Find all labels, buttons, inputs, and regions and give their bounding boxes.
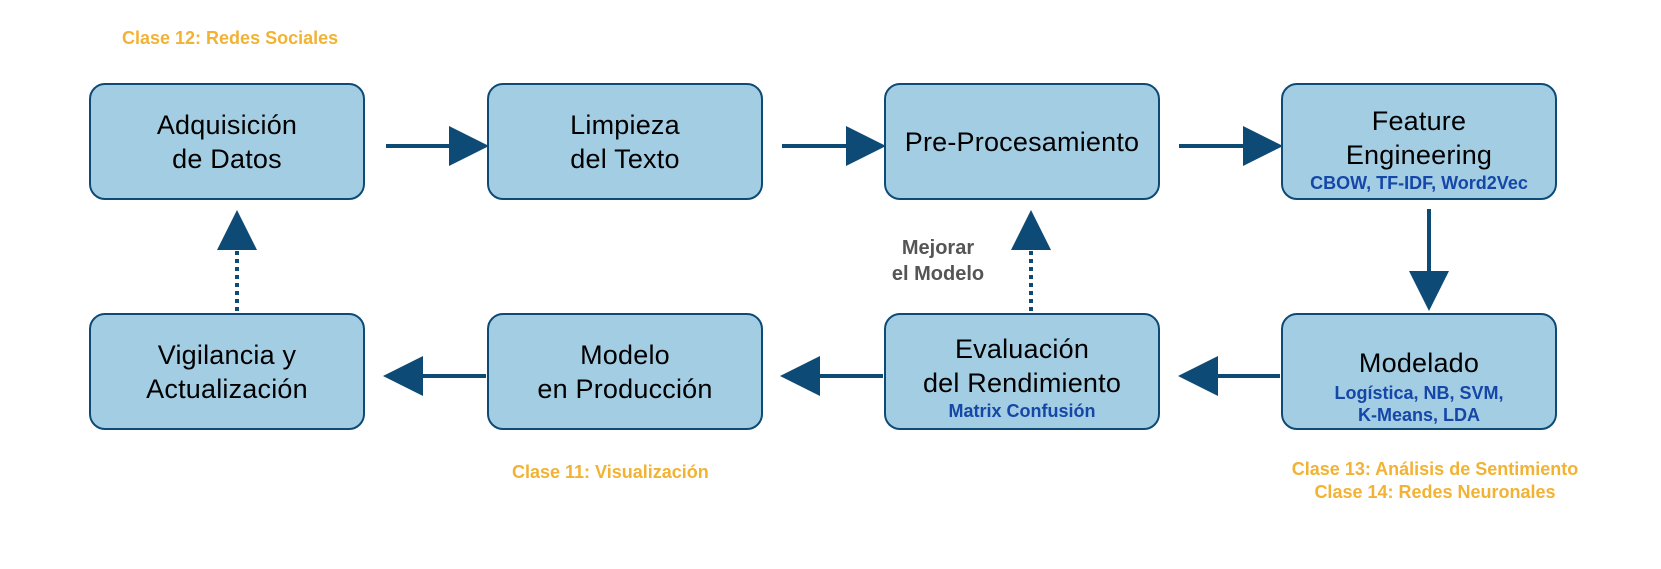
- title-line-2: en Producción: [537, 373, 713, 404]
- clase-11-note: Clase 11: Visualización: [512, 462, 709, 482]
- sub-line-1: Logística, NB, SVM,: [1334, 383, 1504, 403]
- el-modelo-line: el Modelo: [891, 263, 985, 285]
- clase-13-note: Clase 13: Análisis de Sentimiento: [1291, 459, 1579, 479]
- sub-line-1: CBOW, TF-IDF, Word2Vec: [1310, 173, 1528, 193]
- title-line-2: de Datos: [172, 143, 282, 174]
- node-title: Pre-Procesamiento: [905, 125, 1140, 159]
- clase-14-note: Clase 14: Redes Neuronales: [1314, 482, 1556, 502]
- node-title: Vigilancia y Actualización: [146, 338, 308, 406]
- title-line-2: del Texto: [570, 143, 680, 174]
- node-feature-engineering: Feature Engineering CBOW, TF-IDF, Word2V…: [1281, 83, 1557, 200]
- title-line-1: Feature: [1371, 106, 1467, 136]
- clase-12-note: Clase 12: Redes Sociales: [122, 28, 339, 48]
- node-modelado: Modelado Logística, NB, SVM, K-Means, LD…: [1281, 313, 1557, 430]
- node-title: Adquisición de Datos: [157, 108, 297, 176]
- node-subtitle: Logística, NB, SVM, K-Means, LDA: [1334, 382, 1503, 426]
- node-pre-procesamiento: Pre-Procesamiento: [884, 83, 1160, 200]
- node-title: Limpieza del Texto: [570, 108, 680, 176]
- title-line-2: Engineering: [1345, 140, 1493, 170]
- title-line-1: Evaluación: [954, 334, 1090, 364]
- mejorar-line: Mejorar: [901, 237, 975, 259]
- title-line-1: Vigilancia y: [157, 339, 297, 370]
- node-subtitle: Matrix Confusión: [949, 400, 1096, 422]
- sub-line-2: K-Means, LDA: [1357, 405, 1480, 425]
- node-title: Modelo en Producción: [537, 338, 712, 406]
- mejorar-modelo-note: Mejorar el Modelo: [875, 235, 1001, 287]
- node-title: Evaluación del Rendimiento: [923, 332, 1121, 400]
- title-line-1: Modelo: [580, 339, 670, 370]
- node-title: Feature Engineering: [1346, 104, 1492, 172]
- title-line-1: Pre-Procesamiento: [904, 126, 1140, 157]
- node-subtitle: CBOW, TF-IDF, Word2Vec: [1310, 172, 1528, 194]
- title-line-1: Limpieza: [570, 109, 680, 140]
- node-vigilancia-actualizacion: Vigilancia y Actualización: [89, 313, 365, 430]
- title-line-1: Modelado: [1358, 348, 1480, 378]
- node-limpieza-texto: Limpieza del Texto: [487, 83, 763, 200]
- node-adquisicion-datos: Adquisición de Datos: [89, 83, 365, 200]
- sub-line-1: Matrix Confusión: [948, 401, 1096, 421]
- title-line-1: Adquisición: [156, 109, 298, 140]
- node-evaluacion-rendimiento: Evaluación del Rendimiento Matrix Confus…: [884, 313, 1160, 430]
- title-line-2: del Rendimiento: [922, 368, 1122, 398]
- node-title: Modelado: [1359, 346, 1479, 380]
- node-modelo-produccion: Modelo en Producción: [487, 313, 763, 430]
- title-line-2: Actualización: [146, 373, 308, 404]
